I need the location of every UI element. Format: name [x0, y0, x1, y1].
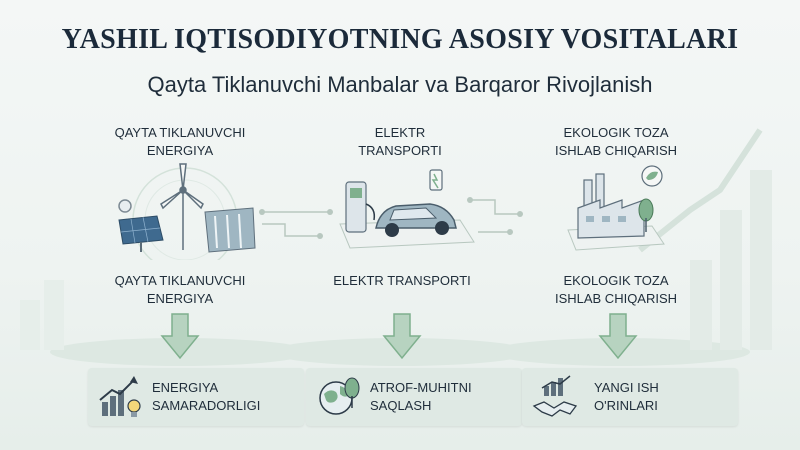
- column-renewable: QAYTA TIKLANUVCHI ENERGIYA: [70, 124, 290, 160]
- eco-top-label-2: ISHLAB CHIQARISH: [554, 143, 678, 158]
- charging-station-icon: [345, 181, 376, 233]
- sun-icon: [118, 199, 132, 213]
- wind-turbine-icon: [160, 163, 204, 250]
- electric-top-label-1: ELEKTR: [374, 125, 426, 140]
- card-jobs-line-2: O'RINLARI: [594, 398, 658, 413]
- globe-tree-icon: [319, 377, 360, 415]
- column-electric-mid: ELEKTR TRANSPORTI: [292, 272, 512, 290]
- card-energy-efficiency: ENERGIYA SAMARADORLIGI: [88, 368, 304, 426]
- card-energy-line-2: SAMARADORLIGI: [152, 398, 261, 413]
- card-environment: ATROF-MUHITNI SAQLASH: [306, 368, 522, 426]
- eco-factory-illustration: [567, 165, 665, 251]
- car-icon: [375, 203, 457, 237]
- page-subtitle: Qayta Tiklanuvchi Manbalar va Barqaror R…: [147, 72, 653, 97]
- renewable-mid-label-1: QAYTA TIKLANUVCHI: [114, 273, 246, 288]
- solar-panel-icon: [118, 215, 164, 252]
- card-energy-line-1: ENERGIYA: [152, 380, 219, 395]
- column-electric: ELEKTR TRANSPORTI: [290, 124, 510, 160]
- renewable-mid-label-2: ENERGIYA: [146, 291, 214, 306]
- electric-top-label-2: TRANSPORTI: [358, 143, 442, 158]
- handshake-growth-icon: [532, 375, 578, 417]
- renewable-top-label-2: ENERGIYA: [146, 143, 214, 158]
- renewable-energy-illustration: [118, 163, 256, 260]
- arrow-down-icon: [382, 313, 422, 360]
- electric-car-illustration: [339, 169, 475, 249]
- electric-mid-label-1: ELEKTR TRANSPORTI: [333, 273, 471, 288]
- recycle-leaf-icon: [641, 165, 663, 187]
- column-eco-production: EKOLOGIK TOZA ISHLAB CHIQARISH: [506, 124, 726, 160]
- arrow-down-icon: [160, 313, 200, 360]
- card-jobs-line-1: YANGI ISH: [594, 380, 659, 395]
- arrow-down-icon: [598, 313, 638, 360]
- card-environment-line-1: ATROF-MUHITNI: [370, 380, 472, 395]
- eco-top-label-1: EKOLOGIK TOZA: [563, 125, 669, 140]
- card-new-jobs: YANGI ISH O'RINLARI: [522, 368, 738, 426]
- page-title: YASHIL IQTISODIYOTNING ASOSIY VOSITALARI: [61, 24, 739, 55]
- efficiency-growth-icon: [99, 376, 141, 417]
- factory-icon: [577, 173, 645, 239]
- dam-icon: [204, 207, 256, 253]
- tree-icon: [638, 198, 654, 232]
- battery-icon: [429, 169, 443, 191]
- column-eco-mid: EKOLOGIK TOZA ISHLAB CHIQARISH: [506, 272, 726, 308]
- eco-mid-label-2: ISHLAB CHIQARISH: [554, 291, 678, 306]
- eco-mid-label-1: EKOLOGIK TOZA: [563, 273, 669, 288]
- card-environment-line-2: SAQLASH: [370, 398, 432, 413]
- renewable-top-label-1: QAYTA TIKLANUVCHI: [114, 125, 246, 140]
- column-renewable-mid: QAYTA TIKLANUVCHI ENERGIYA: [70, 272, 290, 308]
